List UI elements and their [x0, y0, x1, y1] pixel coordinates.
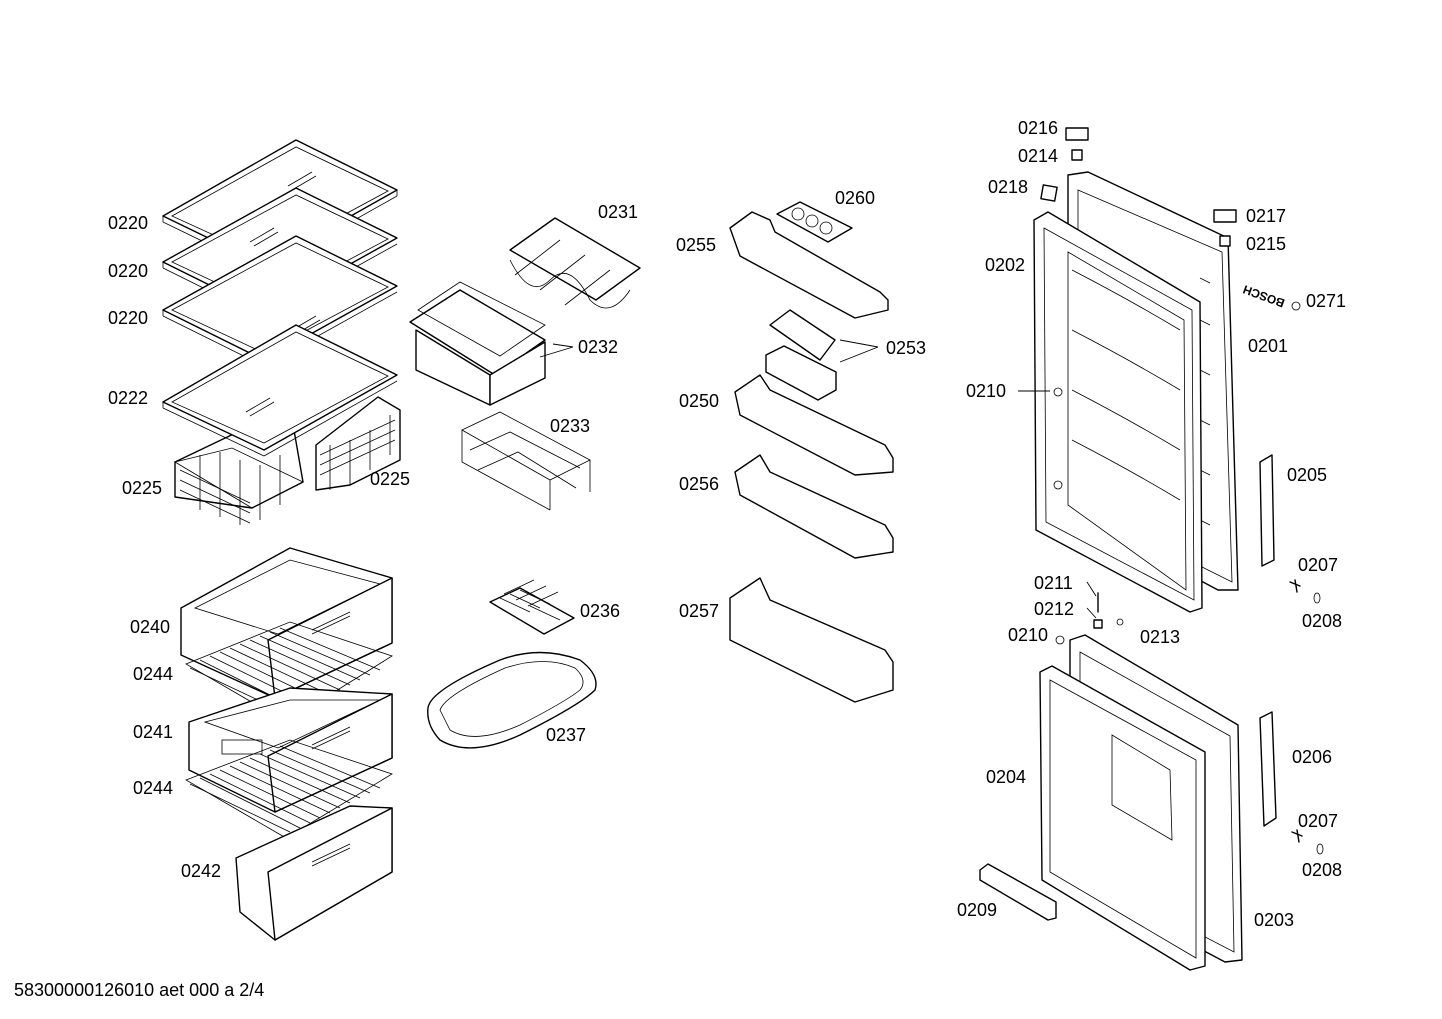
document-reference: 58300000126010 aet 000 a 2/4 [14, 980, 265, 1000]
label-0256: 0256 [679, 474, 719, 494]
screw-upper [1289, 579, 1321, 604]
label-0237: 0237 [546, 725, 586, 745]
door-handle-lower [1259, 711, 1277, 827]
door-bin-bottom [729, 577, 894, 703]
glass-shelf-4 [162, 324, 398, 457]
label-0216: 0216 [1018, 118, 1058, 138]
label-0211: 0211 [1034, 573, 1073, 593]
label-0201: 0201 [1248, 336, 1288, 356]
label-0213: 0213 [1140, 627, 1180, 647]
label-0220a: 0220 [108, 213, 148, 233]
label-0225b: 0225 [370, 469, 410, 489]
crisper-basket-right [315, 396, 401, 491]
label-0215: 0215 [1246, 234, 1286, 254]
label-0210a: 0210 [966, 381, 1006, 401]
label-0250: 0250 [679, 391, 719, 411]
label-0205: 0205 [1287, 465, 1327, 485]
label-0222: 0222 [108, 388, 148, 408]
egg-holder [776, 201, 853, 243]
upper-door-gasket [1033, 211, 1203, 613]
label-0206: 0206 [1292, 747, 1332, 767]
label-0220c: 0220 [108, 308, 148, 328]
label-0233: 0233 [550, 416, 590, 436]
label-0209: 0209 [957, 900, 997, 920]
label-0218: 0218 [988, 177, 1028, 197]
label-0240: 0240 [130, 617, 170, 637]
door-handle-upper [1259, 454, 1275, 567]
label-0253: 0253 [886, 338, 926, 358]
label-0231: 0231 [598, 202, 638, 222]
label-0208a: 0208 [1302, 611, 1342, 631]
ice-tray-base [427, 651, 597, 749]
label-0236: 0236 [580, 601, 620, 621]
wire-rack-lower [185, 739, 393, 839]
brand-badge-text: BOSCH [1241, 282, 1287, 310]
drawer-lower [235, 805, 393, 941]
label-0214: 0214 [1018, 146, 1058, 166]
label-0207b: 0207 [1298, 811, 1338, 831]
label-0208b: 0208 [1302, 860, 1342, 880]
part-labels: 0220 0220 0220 0222 0225 0225 0231 0232 … [108, 118, 1346, 930]
label-0260: 0260 [835, 188, 875, 208]
label-0210b: 0210 [1008, 625, 1048, 645]
label-0244b: 0244 [133, 778, 173, 798]
door-bin-middle [734, 374, 894, 476]
label-0217: 0217 [1246, 206, 1286, 226]
label-0271: 0271 [1306, 291, 1346, 311]
label-0203: 0203 [1254, 910, 1294, 930]
butter-box [765, 309, 837, 401]
label-0207a: 0207 [1298, 555, 1338, 575]
storage-box [409, 281, 546, 406]
label-0225a: 0225 [122, 478, 162, 498]
label-0241: 0241 [133, 722, 173, 742]
label-0220b: 0220 [108, 261, 148, 281]
lower-door-gasket [1039, 665, 1206, 971]
label-0232: 0232 [578, 337, 618, 357]
bottle-rack [509, 217, 641, 309]
ice-cube-tray [489, 579, 575, 635]
label-0242: 0242 [181, 861, 221, 881]
door-bin-top [729, 211, 889, 319]
leader-lines [539, 339, 1097, 619]
brand-badge: BOSCH [1241, 282, 1301, 311]
label-0202: 0202 [985, 255, 1025, 275]
label-0244a: 0244 [133, 664, 173, 684]
kick-plate [979, 863, 1057, 921]
label-0212: 0212 [1034, 599, 1074, 619]
wire-egg-rack [461, 411, 591, 511]
hinge-caps [1040, 127, 1237, 247]
screw-lower [1291, 829, 1324, 855]
label-0257: 0257 [679, 601, 719, 621]
small-hardware [1055, 592, 1124, 645]
label-0204: 0204 [986, 767, 1026, 787]
label-0255: 0255 [676, 235, 716, 255]
door-bin-lower [734, 454, 894, 559]
